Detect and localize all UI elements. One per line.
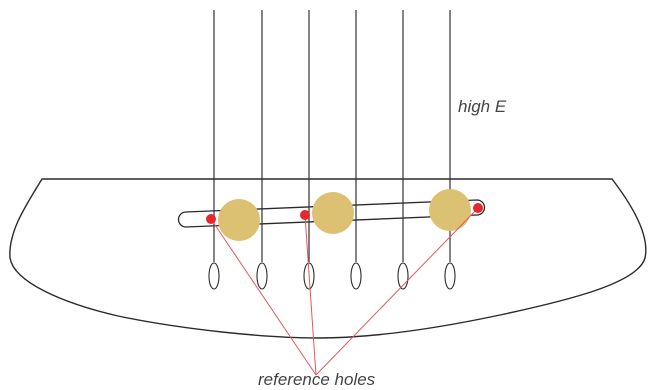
callout-leader-lines <box>210 207 479 376</box>
reference-hole-2 <box>300 210 310 220</box>
leader-line-3 <box>315 207 479 376</box>
bridge-pin-ball-1 <box>218 199 260 241</box>
high-e-label: high E <box>458 97 507 116</box>
bridge-pin-ball-2 <box>312 192 354 234</box>
pin-hole-4 <box>350 262 362 290</box>
reference-hole-3 <box>473 203 483 213</box>
bridge-pin-ball-3 <box>429 189 471 231</box>
pin-hole-1 <box>208 262 220 290</box>
reference-holes-label: reference holes <box>258 370 376 389</box>
bridge-pin-holes <box>208 262 456 290</box>
reference-holes <box>206 203 483 224</box>
pin-hole-2 <box>256 262 268 290</box>
bridge-outline <box>9 178 647 339</box>
bridge-pin-balls <box>218 189 471 241</box>
leader-line-2 <box>304 214 317 376</box>
leader-line-1 <box>210 218 317 376</box>
pin-hole-6 <box>444 262 456 290</box>
reference-hole-1 <box>206 214 216 224</box>
